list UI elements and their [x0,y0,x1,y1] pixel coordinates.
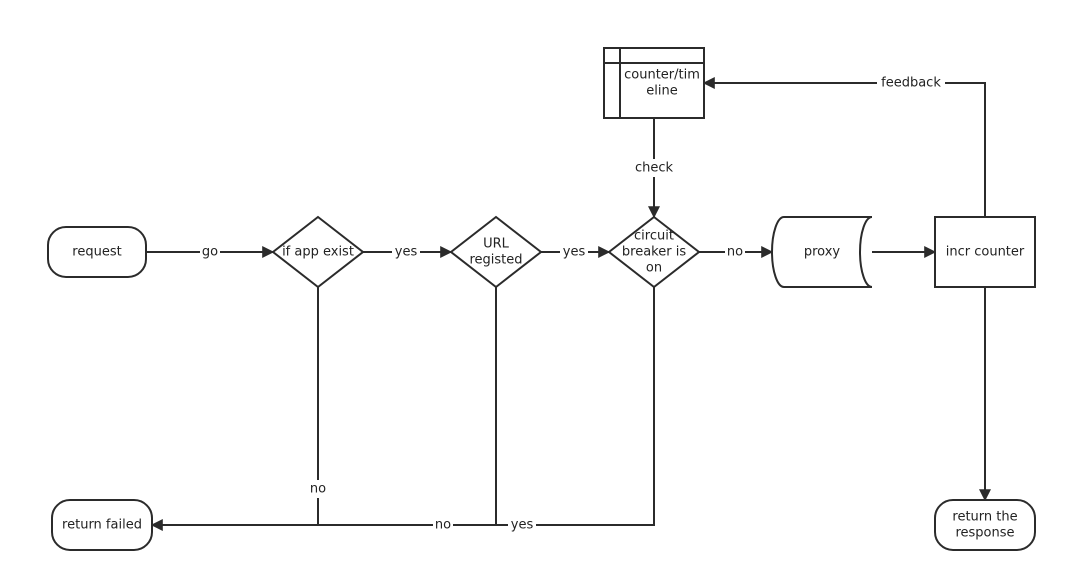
edge-label-background [725,243,745,261]
edge-label: no [433,516,453,534]
edge-label-text: no [310,482,326,497]
node-label-line: eline [646,84,677,99]
edge-label-text: feedback [881,76,941,91]
edge-label-background [508,516,536,534]
terminal-shape [934,499,1036,551]
edge-label-text: yes [395,245,418,260]
node-request: request [47,226,147,278]
edge-label: no [308,480,328,498]
edge-label-background [200,243,220,261]
edge-label: check [632,159,676,177]
edge-line [150,287,655,531]
node-label-line: if app exist [282,245,354,260]
terminal-shape [47,226,147,278]
node-label-line: registed [469,253,522,268]
edge-label-background [632,159,676,177]
node-label-line: return failed [62,518,142,533]
edge-label-background [433,516,453,534]
edge-labels-layer: go yes yes no feedback check no no yes [200,74,945,534]
stored-data-shape [771,216,873,288]
node-label-line: request [72,245,121,260]
node-if-app-exist: if app exist [271,215,365,289]
node-label-line: on [646,261,662,276]
edge-line [443,287,497,526]
decision-shape [271,215,365,289]
node-label-line: circuit [634,229,674,244]
edge-label-text: no [727,245,743,260]
node-label-line: return the [952,510,1017,525]
edge-label: yes [560,243,588,261]
terminal-shape [51,499,153,551]
node-label-line: incr counter [946,245,1025,260]
node-proxy: proxy [771,216,873,288]
edge-label: go [200,243,220,261]
edge-incr-counter-to-counter-timeline [702,77,986,217]
edge-circuit-breaker-to-return-failed [150,287,655,531]
edge-label-text: yes [511,518,534,533]
edge-label-text: go [202,245,218,260]
node-label-line: breaker is [622,245,686,260]
edge-label-text: no [435,518,451,533]
edge-label: no [725,243,745,261]
node-label-line: proxy [804,245,841,260]
edge-label-text: yes [563,245,586,260]
edge-label-background [308,480,328,498]
edge-label-background [392,243,420,261]
edge-label: yes [392,243,420,261]
node-label-line: URL [483,237,510,252]
edge-line [702,77,986,217]
edge-label-background [560,243,588,261]
node-incr-counter: incr counter [934,216,1036,288]
decision-shape [607,215,701,289]
process-shape [934,216,1036,288]
node-label-line: response [955,526,1014,541]
edge-label: yes [508,516,536,534]
edge-url-registed-to-return-failed [443,287,497,526]
edge-label: feedback [877,74,945,92]
edge-label-text: check [635,161,674,176]
node-return-failed: return failed [51,499,153,551]
node-label-line: counter/tim [624,68,700,83]
decision-shape [449,215,543,289]
edge-label-background [877,74,945,92]
